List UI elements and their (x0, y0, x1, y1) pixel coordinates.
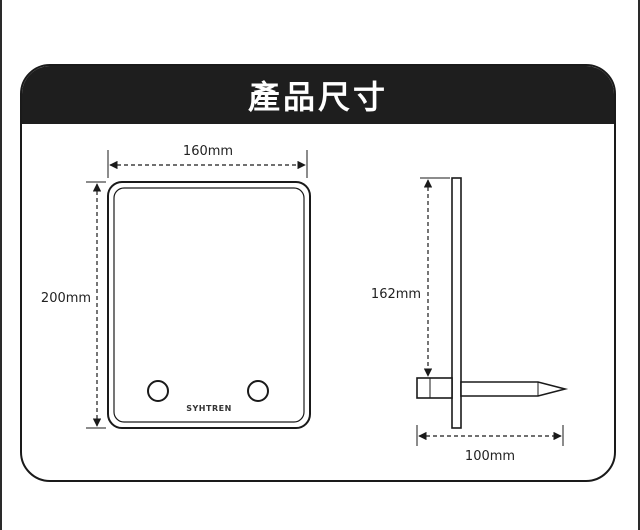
front-height-dimension: 200mm (38, 181, 106, 429)
side-depth-dimension: 100mm (416, 425, 564, 464)
left-button-icon (147, 380, 169, 402)
brand-logo: SYHTREN (186, 404, 232, 413)
left-frame-edge (0, 0, 2, 530)
side-height-dimension: 162mm (368, 177, 450, 377)
right-frame-edge (638, 0, 640, 530)
front-height-label: 200mm (41, 291, 91, 306)
side-depth-label: 100mm (465, 449, 515, 464)
side-view (416, 177, 569, 429)
scale-outer-outline (107, 181, 311, 429)
front-width-dimension: 160mm (107, 144, 308, 178)
title-banner: 產品尺寸 (22, 66, 614, 124)
scale-inner-outline (113, 187, 305, 423)
right-button-icon (247, 380, 269, 402)
front-width-label: 160mm (183, 144, 233, 159)
banner-title: 產品尺寸 (247, 78, 388, 116)
side-height-label: 162mm (371, 287, 421, 302)
side-stand-leg (460, 381, 569, 397)
front-view: SYHTREN (107, 181, 311, 429)
side-panel (451, 177, 462, 429)
side-hook-block (416, 377, 453, 399)
